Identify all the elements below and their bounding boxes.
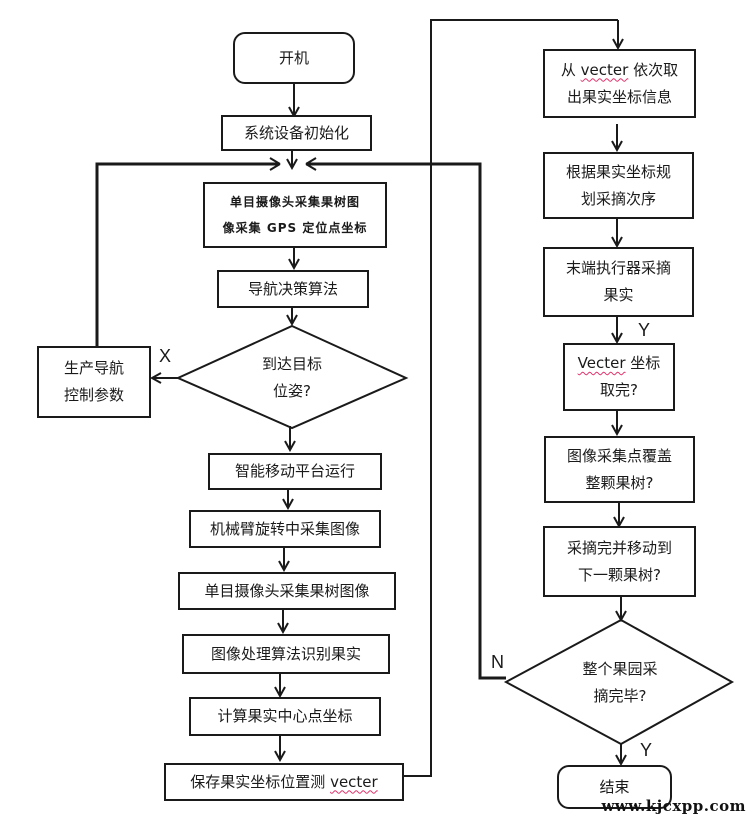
end-effector-node: 末端执行器采摘 果实 <box>543 247 694 317</box>
fetch-coords-suffix: 依次取 <box>628 60 679 79</box>
plan-order-line1: 根据果实坐标规 <box>565 162 671 181</box>
fetch-coords-line2: 出果实坐标信息 <box>566 87 672 106</box>
nav-params-line2: 控制参数 <box>63 386 124 404</box>
edge-label-vecter-yes: Y <box>638 320 651 340</box>
plan-order-node: 根据果实坐标规 划采摘次序 <box>543 152 694 219</box>
edge-label-orchard-yes: Y <box>640 740 653 760</box>
reach-target-line2: 位姿? <box>273 382 311 400</box>
edge-label-reach-no: X <box>159 346 172 366</box>
start-node: 开机 <box>233 32 355 84</box>
capture-gps-line1: 单目摄像头采集果树图 <box>229 195 360 209</box>
image-process-label: 图像处理算法识别果实 <box>210 644 361 663</box>
end-effector-line2: 果实 <box>603 286 634 304</box>
fetch-coords-word: vecter <box>580 60 629 79</box>
init-node: 系统设备初始化 <box>221 115 372 151</box>
vecter-done-node: Vecter 坐标 取完? <box>563 343 675 411</box>
vecter-done-word: Vecter <box>577 354 626 372</box>
compute-center-label: 计算果实中心点坐标 <box>217 707 353 725</box>
vecter-done-line1: Vecter 坐标 <box>578 350 661 377</box>
save-coords-prefix: 保存果实坐标位置测 <box>190 772 331 791</box>
fetch-coords-node: 从 vecter 依次取 出果实坐标信息 <box>543 49 696 118</box>
orchard-done-line2: 摘完毕? <box>593 687 647 705</box>
nav-decision-label: 导航决策算法 <box>247 279 338 298</box>
loop-arrowhead-right-b <box>305 163 317 171</box>
capture-gps-node: 单目摄像头采集果树图 像采集 GPS 定位点坐标 <box>203 182 387 248</box>
start-label: 开机 <box>278 48 309 67</box>
fetch-coords-prefix: 从 <box>560 60 581 79</box>
vecter-done-suffix: 坐标 <box>625 354 661 372</box>
init-label: 系统设备初始化 <box>243 123 349 142</box>
move-next-line1: 采摘完并移动到 <box>566 538 672 557</box>
arm-rotate-node: 机械臂旋转中采集图像 <box>189 510 381 548</box>
loop-nav-params-to-top <box>95 162 278 346</box>
reach-target-line1: 到达目标 <box>261 355 322 373</box>
edge-label-orchard-no: N <box>491 652 504 672</box>
camera-capture-node: 单目摄像头采集果树图像 <box>178 572 396 610</box>
platform-run-node: 智能移动平台运行 <box>208 453 382 490</box>
capture-gps-line2: 像采集 GPS 定位点坐标 <box>222 221 368 235</box>
loop-arrowhead-left-b <box>269 163 281 171</box>
decision-reach-target-shape <box>175 324 409 430</box>
save-coords-node: 保存果实坐标位置测 vecter <box>164 763 404 801</box>
platform-run-label: 智能移动平台运行 <box>234 462 355 480</box>
end-label: 结束 <box>599 777 630 796</box>
end-node: 结束 <box>557 765 672 809</box>
arm-rotate-label: 机械臂旋转中采集图像 <box>209 519 360 538</box>
loop-orchard-no-to-top <box>306 162 506 680</box>
image-process-node: 图像处理算法识别果实 <box>182 634 390 674</box>
coverage-node: 图像采集点覆盖 整颗果树? <box>544 436 695 503</box>
camera-capture-label: 单目摄像头采集果树图像 <box>204 581 370 600</box>
end-effector-line1: 末端执行器采摘 <box>565 259 671 277</box>
vecter-done-line2: 取完? <box>600 381 638 399</box>
loop-arrowhead-right <box>305 157 317 165</box>
coverage-line2: 整颗果树? <box>585 473 654 492</box>
move-next-line2: 下一颗果树? <box>578 565 661 584</box>
nav-params-node: 生产导航 控制参数 <box>37 346 151 418</box>
watermark: www.kjcxpp.com <box>601 797 746 815</box>
loop-arrowhead-left <box>269 157 281 165</box>
fetch-coords-line1: 从 vecter 依次取 <box>561 57 678 84</box>
orchard-done-line1: 整个果园采 <box>582 660 658 678</box>
move-next-node: 采摘完并移动到 下一颗果树? <box>543 526 696 597</box>
connector-save-to-fetch <box>404 19 618 777</box>
decision-reach-target: 到达目标 位姿? <box>228 350 356 406</box>
save-coords-word: vecter <box>330 772 378 791</box>
compute-center-node: 计算果实中心点坐标 <box>189 697 381 736</box>
coverage-line1: 图像采集点覆盖 <box>566 446 672 465</box>
plan-order-line2: 划采摘次序 <box>580 189 656 208</box>
decision-orchard-done: 整个果园采 摘完毕? <box>560 655 680 711</box>
nav-decision-node: 导航决策算法 <box>217 270 369 308</box>
nav-params-line1: 生产导航 <box>63 359 124 377</box>
save-coords-label: 保存果实坐标位置测 vecter <box>190 769 377 796</box>
